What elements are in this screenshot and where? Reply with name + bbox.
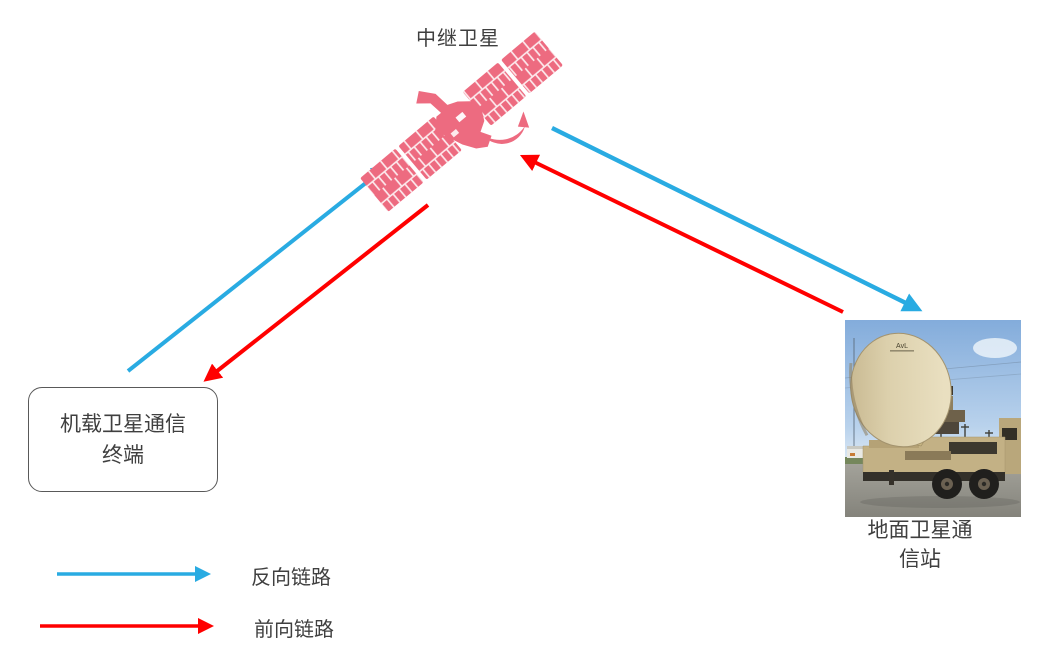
satellite-body-group: [360, 32, 563, 212]
satellite-dish-tip: [517, 111, 530, 128]
legend-reverse-link-label: 反向链路: [251, 567, 331, 589]
forward-link-arrow-satellite-to-terminal: [203, 203, 430, 382]
legend-reverse-link-arrow: [57, 565, 212, 583]
airborne-terminal-label-line2: 终端: [102, 443, 144, 467]
reverse-link-arrow-satellite-to-ground: [551, 126, 923, 312]
photo-dish-logo: AvL: [896, 343, 908, 350]
legend-forward-link-arrow: [40, 617, 215, 635]
photo-dish-logo-subline: [890, 350, 914, 352]
bus-detail: [450, 129, 460, 138]
satellite-bus: [416, 91, 492, 149]
satellite-truck-photo: AvL: [845, 320, 1021, 517]
ground-station-label-line1: 地面卫星通: [867, 519, 973, 542]
satellite-dish-antenna: [483, 125, 526, 144]
photo-cloud: [973, 338, 1017, 358]
airborne-terminal-label-line1: 机载卫星通信: [60, 412, 186, 436]
bus-detail: [455, 111, 467, 123]
forward-link-arrow-ground-to-satellite: [519, 154, 844, 314]
airborne-terminal-node: 机载卫星通信 终端: [28, 387, 218, 492]
ground-station-label: 地面卫星通 信站: [830, 516, 1010, 574]
satellite-icon: [360, 32, 563, 212]
legend-forward-link-label: 前向链路: [254, 619, 334, 641]
solar-panel-grid: [360, 149, 423, 212]
reverse-link-arrow-terminal-to-satellite: [126, 164, 390, 373]
photo-trailer-stripe: [850, 453, 855, 456]
photo-dish: [849, 332, 952, 448]
solar-panel-grid: [501, 32, 563, 93]
ground-station-label-line2: 信站: [899, 548, 941, 571]
ground-station-node: AvL: [845, 320, 1021, 517]
relay-satellite-label: 中继卫星: [416, 28, 500, 50]
photo-truck-shadow: [860, 496, 1020, 508]
photo-trailer-roof: [847, 446, 877, 449]
